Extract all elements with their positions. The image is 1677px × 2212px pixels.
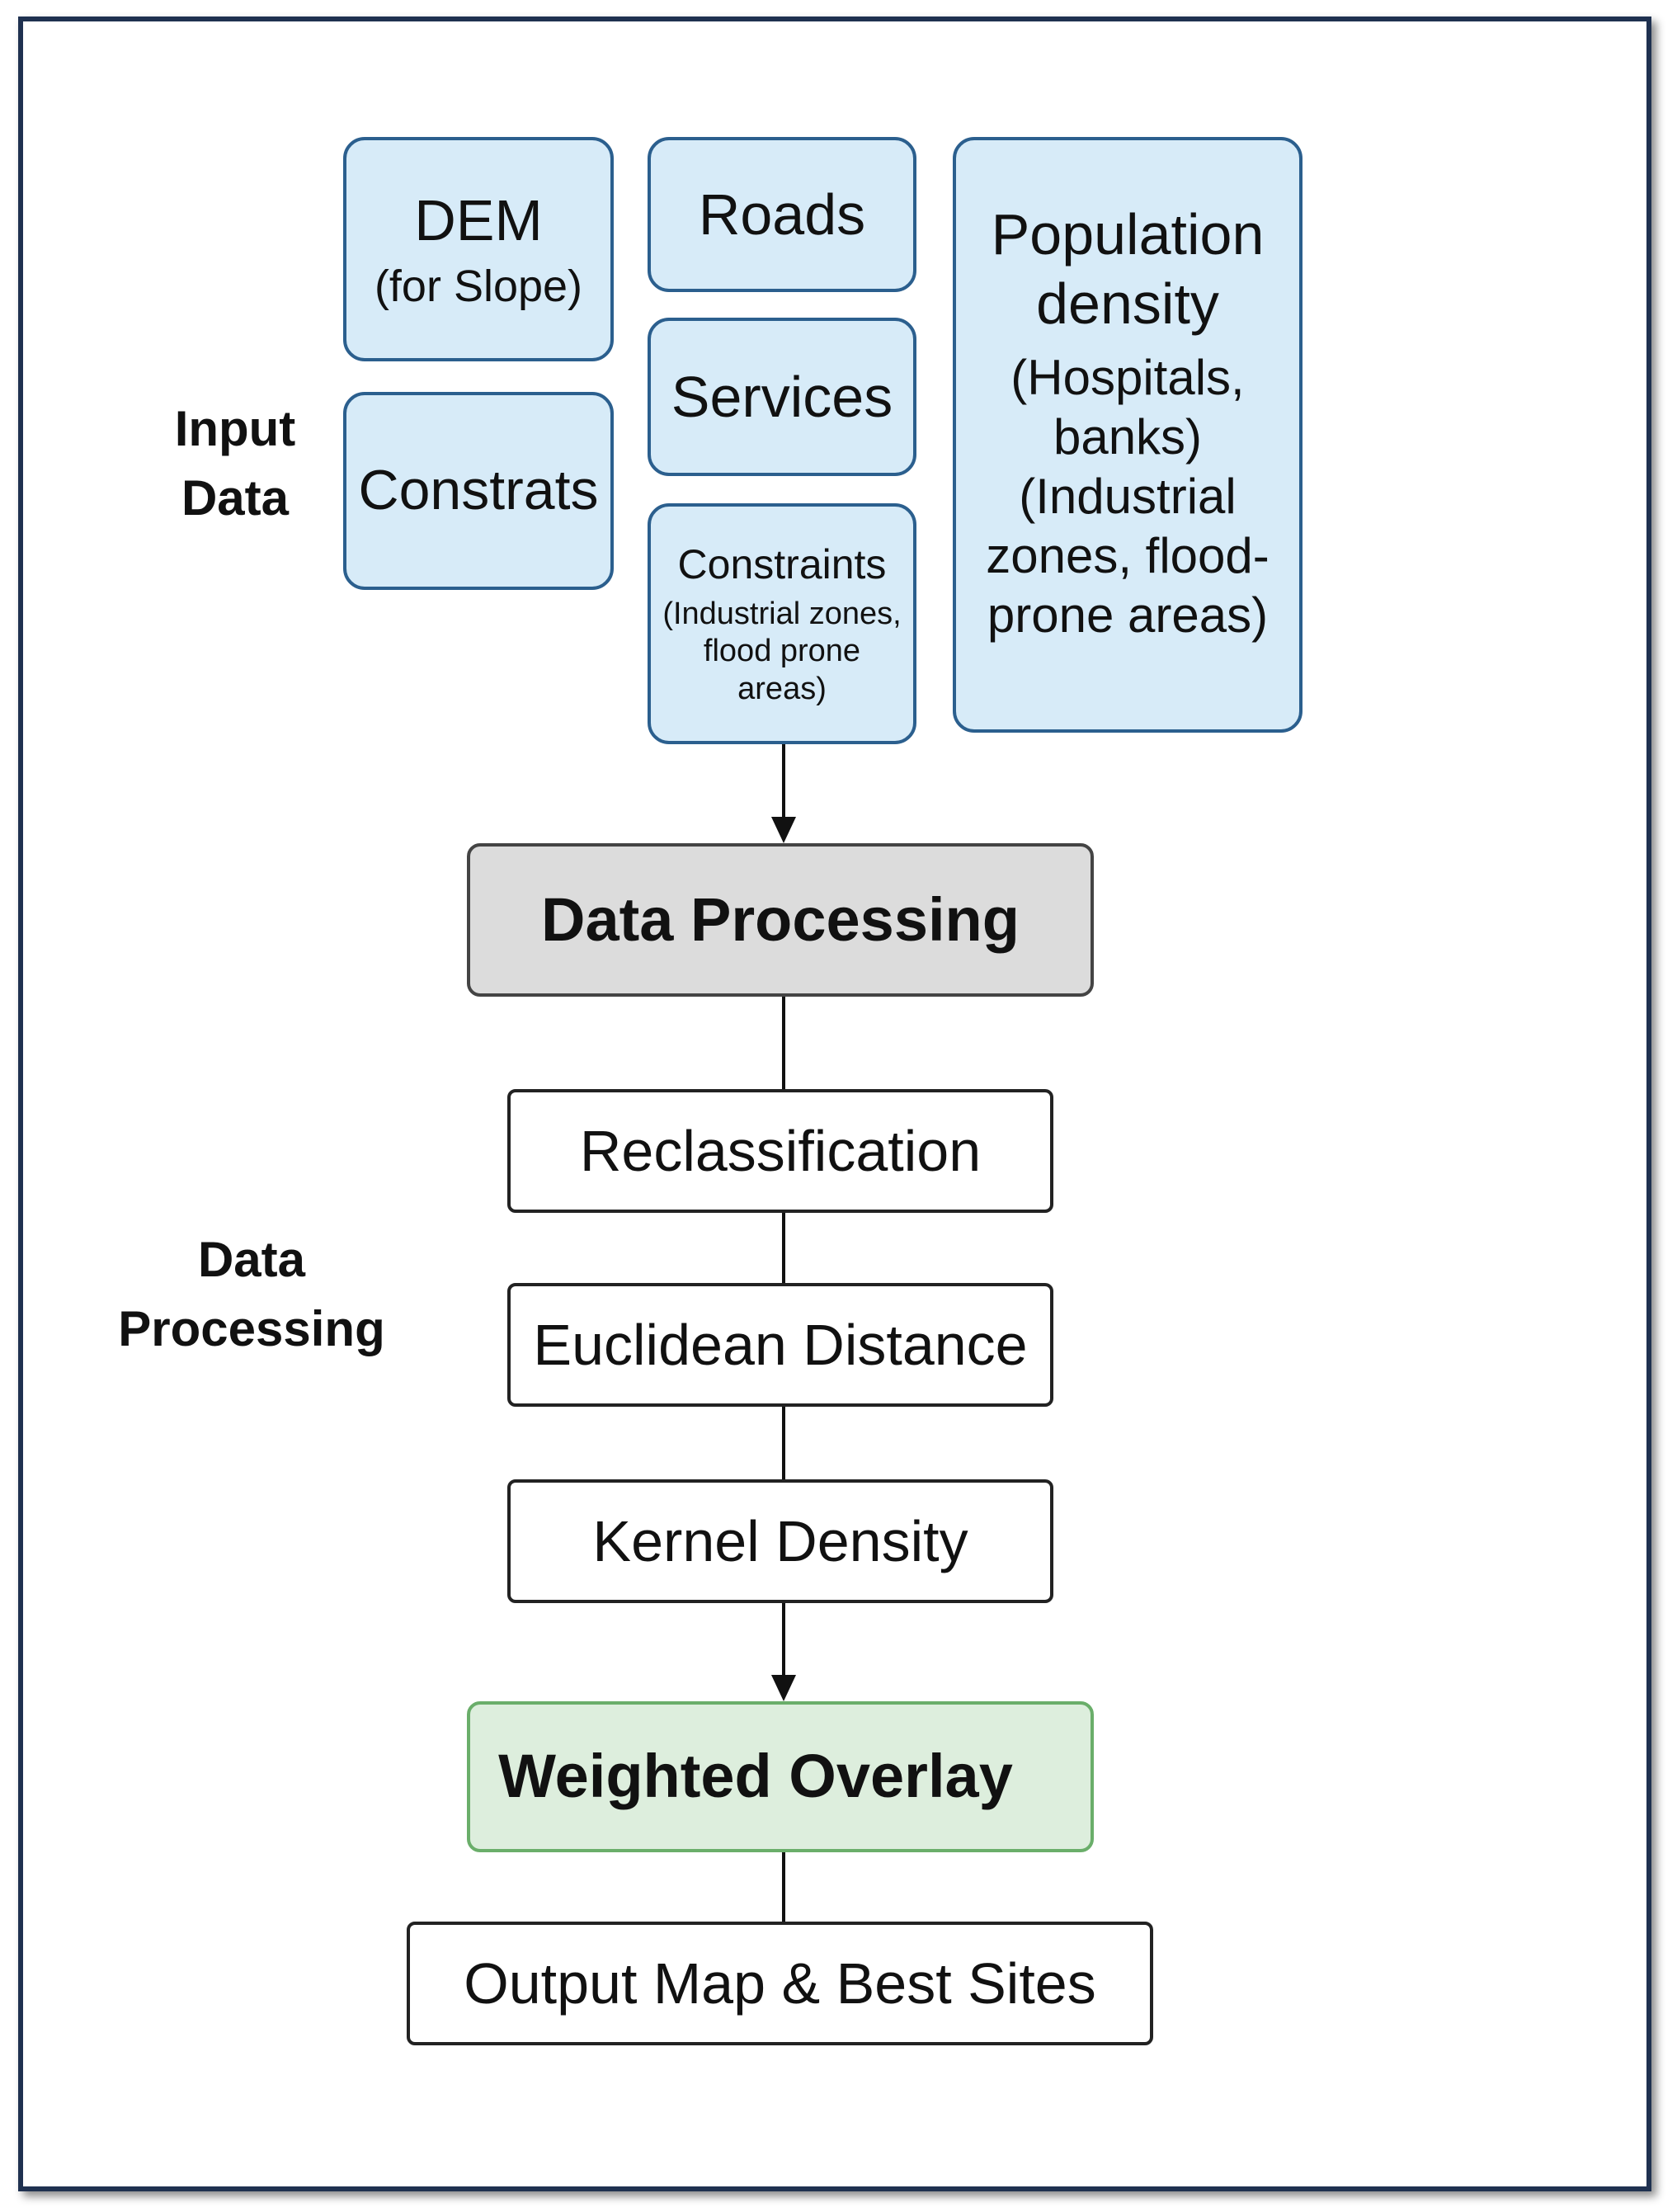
input-constraints-sub-1: (Industrial zones,	[662, 596, 902, 631]
input-data-label: Input Data	[157, 394, 313, 533]
kernel-density-label: Kernel Density	[592, 1509, 968, 1573]
reclassification-label: Reclassification	[579, 1119, 982, 1183]
arrowhead-processing	[771, 817, 796, 843]
population-line-3: (Hospitals,	[1010, 350, 1245, 405]
input-constrats: Constrats	[343, 392, 614, 590]
population-line-6: zones, flood-	[986, 528, 1270, 583]
weighted-overlay-title: Weighted Overlay	[498, 1742, 1013, 1811]
input-dem-subtitle: (for Slope)	[374, 261, 583, 311]
population-line-7: prone areas)	[987, 587, 1269, 643]
input-constrats-label: Constrats	[358, 459, 599, 522]
input-roads-label: Roads	[698, 182, 866, 247]
data-processing-title: Data Processing	[541, 884, 1020, 954]
input-data-label-line1: Input	[174, 401, 296, 456]
input-constraints-title: Constraints	[677, 540, 887, 587]
population-line-1: Population	[991, 202, 1265, 266]
output-map-label: Output Map & Best Sites	[464, 1951, 1096, 2016]
input-constraints-sub-3: areas)	[737, 671, 827, 706]
population-line-2: density	[1036, 271, 1219, 336]
arrowhead-overlay	[771, 1675, 796, 1701]
input-dem: DEM (for Slope)	[343, 137, 614, 361]
input-constraints-sub-2: flood prone	[703, 634, 861, 669]
input-services-label: Services	[671, 365, 893, 429]
euclidean-distance-label: Euclidean Distance	[533, 1313, 1028, 1377]
input-services: Services	[648, 318, 916, 476]
population-line-4: banks)	[1053, 409, 1203, 465]
data-processing-label: Data Processing	[107, 1225, 396, 1364]
input-population-density: Population density (Hospitals, banks) (I…	[953, 137, 1303, 733]
input-data-label-line2: Data	[181, 470, 290, 526]
data-processing-box: Data Processing	[467, 843, 1094, 997]
weighted-overlay-box: Weighted Overlay	[467, 1701, 1094, 1852]
input-roads: Roads	[648, 137, 916, 292]
population-line-5: (Industrial	[1019, 469, 1237, 524]
reclassification-box: Reclassification	[507, 1089, 1053, 1213]
kernel-density-box: Kernel Density	[507, 1479, 1053, 1603]
input-constraints: Constraints (Industrial zones, flood pro…	[648, 503, 916, 744]
data-processing-label-line1: Data	[197, 1232, 306, 1287]
output-map-box: Output Map & Best Sites	[407, 1922, 1153, 2045]
data-processing-label-line2: Processing	[118, 1301, 385, 1356]
input-dem-title: DEM	[414, 187, 543, 252]
euclidean-distance-box: Euclidean Distance	[507, 1283, 1053, 1407]
